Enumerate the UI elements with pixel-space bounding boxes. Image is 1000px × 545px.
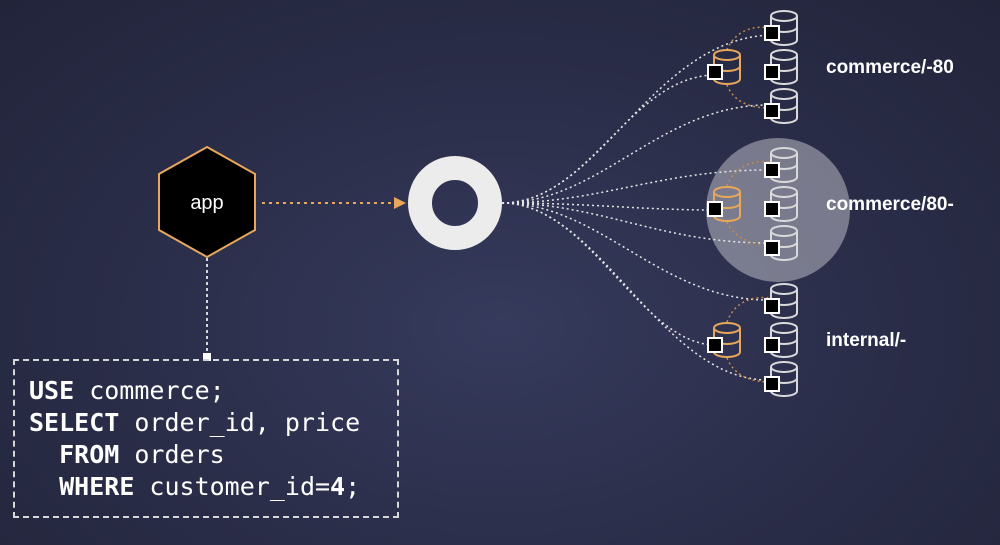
replica-db-icon [764, 88, 798, 124]
replication-arcs [726, 26, 771, 383]
arrow-head-icon [394, 197, 406, 209]
sql-query-box: USE commerce; SELECT order_id, price FRO… [13, 359, 399, 518]
shard-internal[interactable] [707, 283, 798, 397]
sql-text: order_id, price [119, 408, 361, 437]
sql-keyword: SELECT [29, 408, 120, 437]
sql-text: commerce; [74, 376, 225, 405]
sql-text: orders [119, 440, 225, 469]
shard-label-commerce-80pos: commerce/80- [826, 194, 954, 215]
sql-keyword: FROM [59, 440, 120, 469]
connector-handle [203, 353, 211, 361]
shard-label-commerce-neg80: commerce/-80 [826, 57, 954, 78]
app-label: app [190, 192, 223, 214]
query-line: SELECT order_id, price [29, 407, 397, 439]
shard-label-internal: internal/- [826, 330, 907, 351]
query-line: WHERE customer_id=4; [29, 471, 397, 503]
app-node[interactable] [158, 145, 256, 259]
replica-db-icon [764, 10, 798, 46]
replica-db-icon [764, 283, 798, 319]
replica-db-icon [764, 49, 798, 85]
primary-db-icon [707, 49, 741, 85]
sql-text: customer_id= [134, 472, 331, 501]
routing-lines [501, 34, 771, 381]
sql-number: 4 [330, 472, 346, 501]
sql-keyword: USE [29, 376, 75, 405]
primary-db-icon [707, 322, 741, 358]
query-line: USE commerce; [29, 375, 397, 407]
sql-text: ; [345, 472, 361, 501]
router-icon[interactable] [408, 156, 502, 250]
query-line: FROM orders [29, 439, 397, 471]
sql-keyword: WHERE [59, 472, 135, 501]
replica-db-icon [764, 322, 798, 358]
replica-db-icon [764, 361, 798, 397]
